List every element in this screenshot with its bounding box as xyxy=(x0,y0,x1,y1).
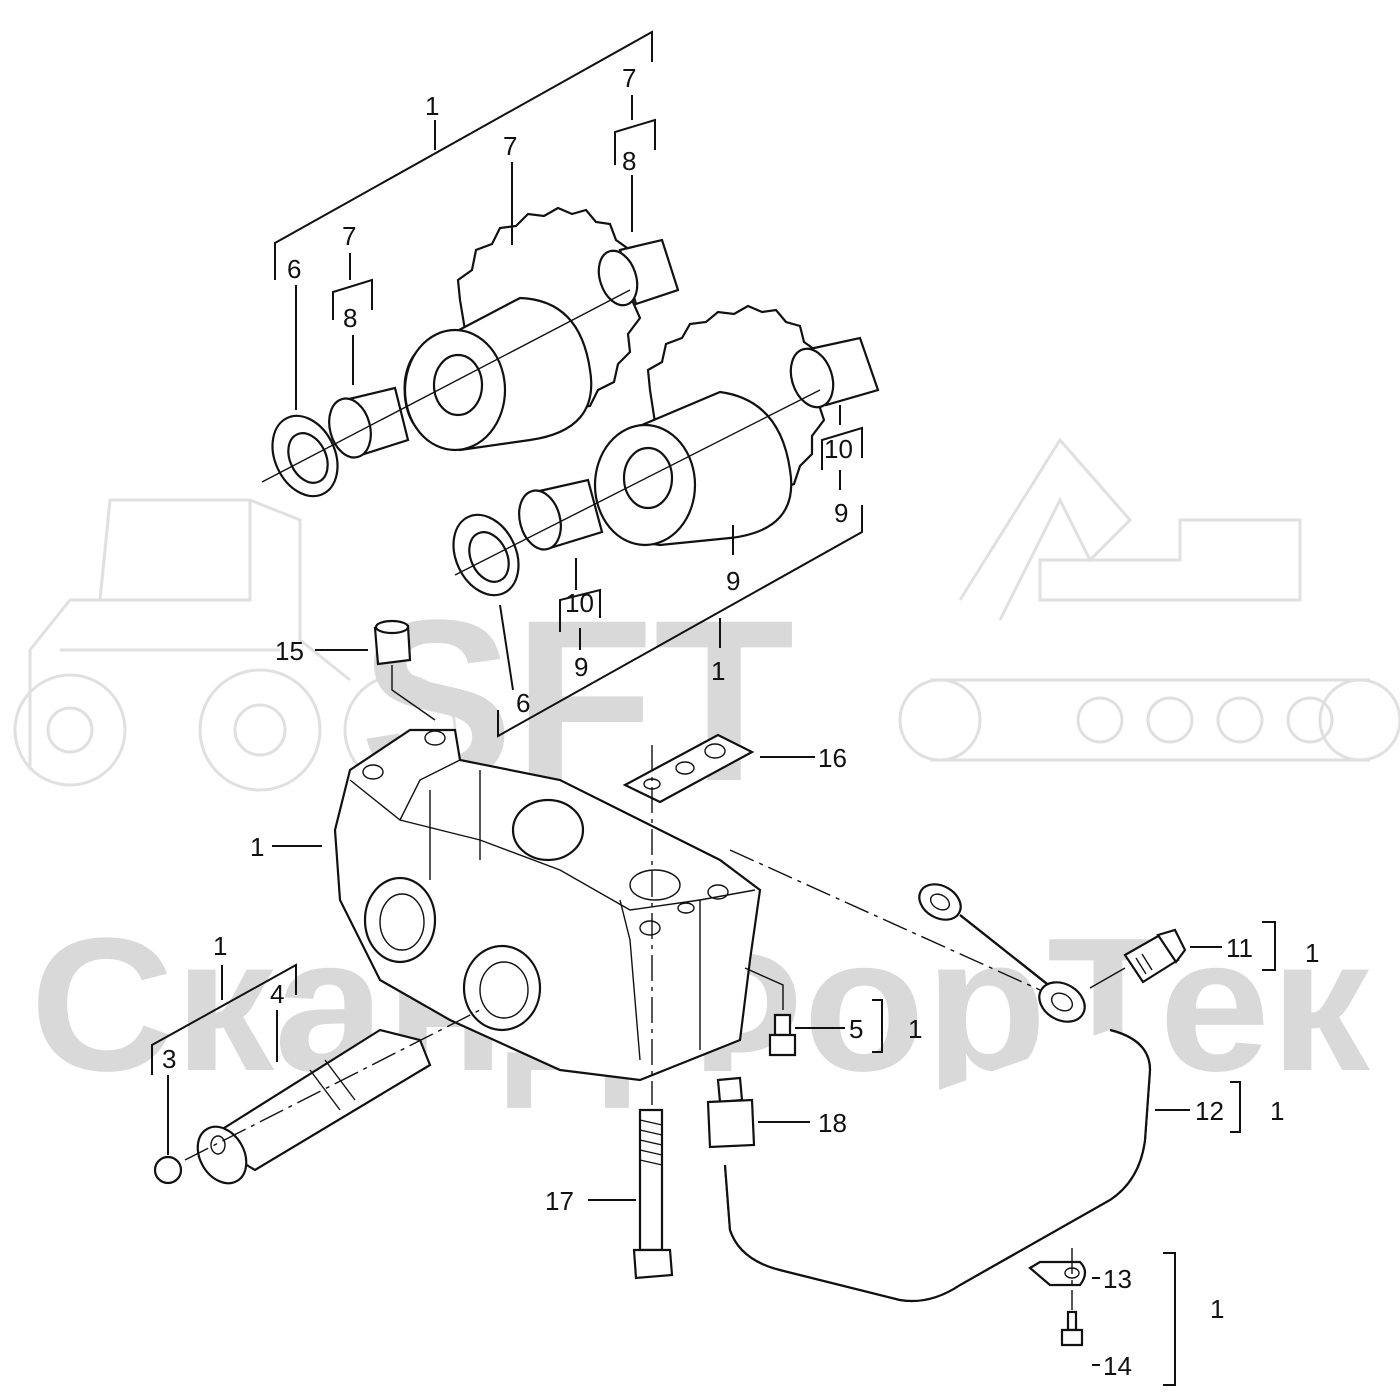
callout-6-left: 6 xyxy=(287,254,301,284)
callout-1-mid: 1 xyxy=(711,656,725,686)
upper-axis-line xyxy=(261,289,631,483)
callout-7-top-right: 7 xyxy=(622,63,636,93)
upper-right-bushing xyxy=(597,238,680,307)
callout-7-left: 7 xyxy=(342,221,356,251)
clip-bolt xyxy=(1060,1310,1084,1347)
upper-washer xyxy=(271,414,339,498)
callout-11: 11 xyxy=(1226,933,1253,963)
callout-18: 18 xyxy=(818,1108,847,1138)
callout-9-right: 9 xyxy=(834,498,848,528)
leader-lines xyxy=(151,30,1276,1386)
callout-9-mid: 9 xyxy=(574,652,588,682)
callout-15: 15 xyxy=(275,636,304,666)
lower-gear-bore xyxy=(622,446,674,510)
callout-1-housing: 1 xyxy=(250,832,264,862)
cap-screw-small xyxy=(768,1013,797,1057)
callout-labels: 1 7 8 7 7 8 6 10 9 9 10 9 1 6 15 16 1 1 … xyxy=(162,63,1319,1381)
callout-14: 14 xyxy=(1103,1351,1132,1381)
pump-housing xyxy=(333,728,762,1082)
oil-pipe xyxy=(723,883,1152,1303)
callout-1-pin: 1 xyxy=(213,931,227,961)
lower-right-bushing xyxy=(789,336,880,409)
callout-12-group: 1 xyxy=(1270,1096,1284,1126)
callout-12: 12 xyxy=(1195,1096,1224,1126)
upper-gear-assembly xyxy=(403,206,642,452)
callout-7-gear: 7 xyxy=(503,131,517,161)
callout-1-top: 1 xyxy=(425,91,439,121)
callout-10-right: 10 xyxy=(824,434,853,464)
callout-9-gear: 9 xyxy=(726,566,740,596)
callout-5-group: 1 xyxy=(908,1014,922,1044)
upper-gear-bore xyxy=(432,353,484,417)
callout-3: 3 xyxy=(162,1044,176,1074)
excavator-icon xyxy=(898,437,1400,762)
pin-axis-line xyxy=(184,1009,481,1161)
tractor-icon xyxy=(13,498,457,792)
dowel-sleeve xyxy=(373,619,412,666)
long-bolt xyxy=(632,1108,674,1280)
shaft-pin xyxy=(196,1028,432,1185)
callout-16: 16 xyxy=(818,743,847,773)
housing-bore xyxy=(511,798,585,862)
callout-4: 4 xyxy=(270,979,284,1009)
callout-8-left: 8 xyxy=(343,303,357,333)
callout-10-mid: 10 xyxy=(565,588,594,618)
lower-gear-assembly xyxy=(593,304,828,547)
pipe-clip xyxy=(1028,1260,1087,1287)
upper-left-bushing xyxy=(328,386,410,459)
pipe-axis-line xyxy=(729,849,1041,991)
check-ball xyxy=(153,1155,183,1185)
callout-5: 5 xyxy=(849,1014,863,1044)
lower-mid-bushing xyxy=(518,478,604,551)
callout-8-top-right: 8 xyxy=(622,146,636,176)
sleeve-leader xyxy=(391,665,436,721)
callout-13: 13 xyxy=(1103,1264,1132,1294)
banjo-bolt xyxy=(1123,928,1187,984)
lower-axis-line xyxy=(454,389,821,576)
callout-17: 17 xyxy=(545,1186,574,1216)
callout-6-mid: 6 xyxy=(516,688,530,718)
callout-13-14-group: 1 xyxy=(1210,1294,1224,1324)
callout-11-group: 1 xyxy=(1305,938,1319,968)
pipe-union-fitting xyxy=(706,1076,756,1149)
